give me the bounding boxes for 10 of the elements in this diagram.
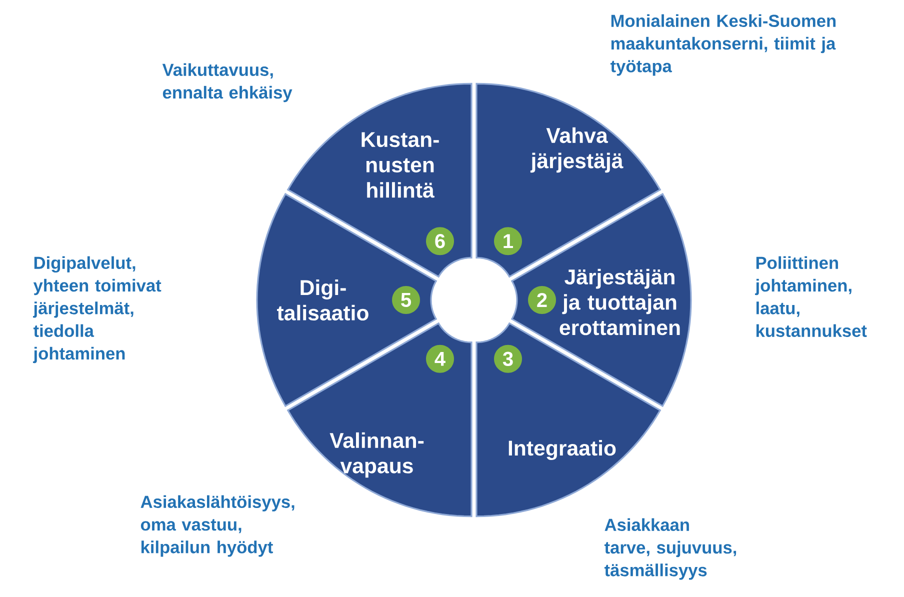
number-badge: 2 (528, 286, 556, 314)
number-badge: 6 (426, 227, 454, 256)
number-badge: 4 (426, 344, 454, 373)
number-badge: 3 (494, 344, 522, 373)
annotation: Digipalvelut, yhteen toimivat järjestelmät, tiedolla johtaminen (33, 256, 162, 364)
annotation: Monialainen Keski-Suomen maakuntakonserni, tiimit ja työtapa (610, 14, 836, 76)
number-badge: 1 (494, 227, 522, 256)
annotation: Poliittinen johtaminen, laatu, kustannukset (755, 256, 867, 337)
number-badge: 5 (392, 286, 420, 314)
annotation: Asiakkaan tarve, sujuvuus, täsmällisyys (604, 518, 736, 580)
